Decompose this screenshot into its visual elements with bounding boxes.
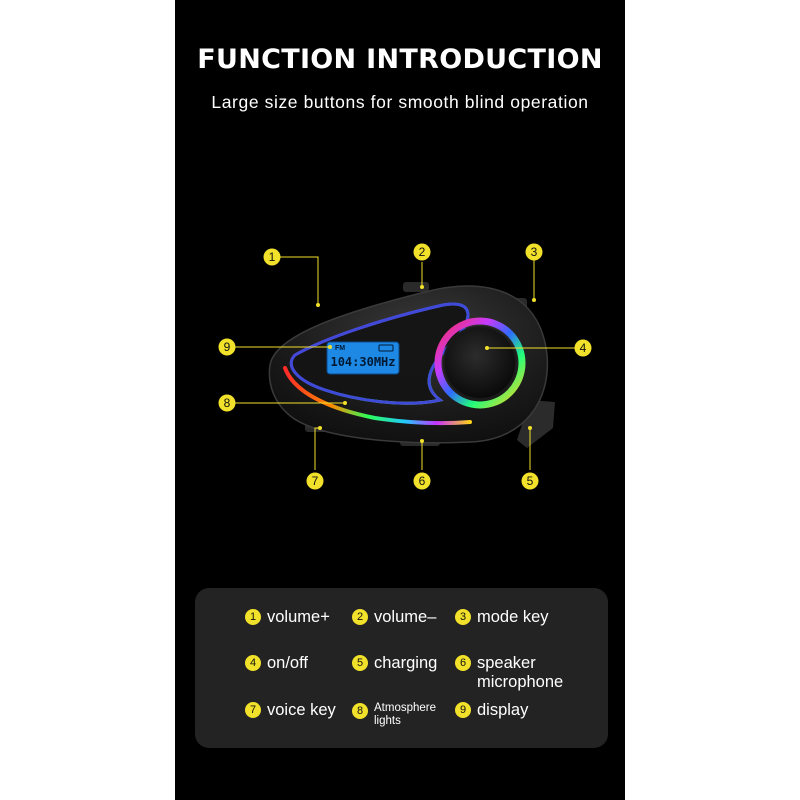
volume-minus-button[interactable] — [403, 282, 429, 292]
svg-text:6: 6 — [419, 474, 426, 488]
svg-text:3: 3 — [531, 245, 538, 259]
callout-7: 7 — [306, 472, 324, 490]
callout-6: 6 — [413, 472, 431, 490]
callout-1: 1 — [263, 248, 281, 266]
callout-3: 3 — [525, 243, 543, 261]
svg-text:8: 8 — [224, 396, 231, 410]
lcd-frequency: 104:30MHz — [330, 355, 395, 369]
svg-text:7: 7 — [312, 474, 319, 488]
page-title: FUNCTION INTRODUCTION — [197, 44, 603, 75]
lcd-display — [326, 341, 400, 375]
callout-2: 2 — [413, 243, 431, 261]
svg-text:5: 5 — [527, 474, 534, 488]
callout-5: 5 — [521, 472, 539, 490]
callout-4: 4 — [574, 339, 592, 357]
atmosphere-lights — [283, 366, 472, 426]
battery-icon — [378, 344, 394, 352]
lcd-mode-label: FM — [335, 345, 345, 352]
page-subtitle: Large size buttons for smooth blind oper… — [211, 92, 589, 112]
callout-9: 9 — [218, 338, 236, 356]
rgb-light-ring — [434, 317, 526, 409]
callout-8: 8 — [218, 394, 236, 412]
power-knob[interactable] — [443, 326, 517, 400]
device-illustration: FM 104:30MHz — [218, 243, 592, 490]
svg-text:4: 4 — [580, 341, 587, 355]
svg-text:1: 1 — [269, 250, 276, 264]
svg-text:9: 9 — [224, 340, 231, 354]
product-panel: FUNCTION INTRODUCTION Large size buttons… — [175, 0, 625, 800]
svg-text:2: 2 — [419, 245, 426, 259]
